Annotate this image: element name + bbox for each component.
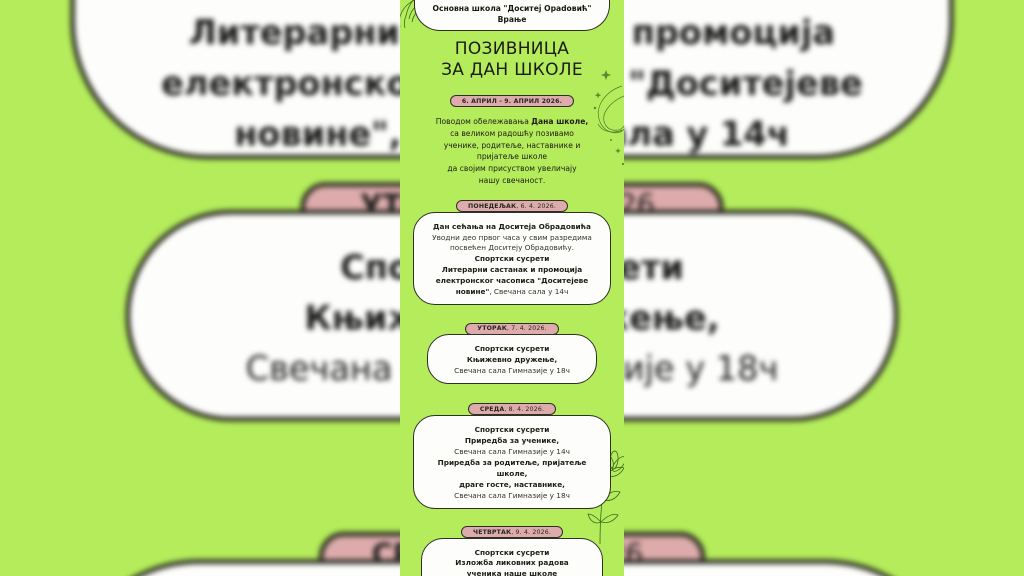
day-name: ПОНЕДЕЉАК [468,202,517,210]
program-day-block: ПОНЕДЕЉАК, 6. 4. 2026.Дан сећања на Доси… [400,193,624,306]
event-line: Приредба за ученике, [464,435,560,445]
event-line: Уводни део првог часа у свим разредима [432,232,592,242]
page-title: ПОЗИВНИЦА ЗА ДАН ШКОЛЕ [400,39,624,82]
school-name: Основна школа "Доситеј Ораdовић" [432,4,592,13]
event-line: Литерарни састанак и промоција [441,265,583,275]
event-line: Свечана сала Гимназије у 18ч [454,490,570,500]
event-line: Књижевно дружење, [466,355,558,365]
day-label-pill: СРЕДА, 8. 4. 2026. [467,403,557,416]
day-date: , 8. 4. 2026. [504,405,545,413]
event-line: посвећен Доситеју Обрадовићу. [450,243,574,253]
intro-line-3: ученике, родитеље, наставнике и [443,140,581,150]
event-line: Спортски сусрети [474,344,550,354]
invitation-poster: Основна школа "Доситеј Ораdовић" Врање П… [400,0,624,576]
event-line-normal-part: , Свечана сала у 14ч [489,287,569,297]
event-line: новине", Свечана сала у 14ч [421,287,603,298]
school-header-card: Основна школа "Доситеј Ораdовић" Врање [414,0,610,31]
day-label-pill: ЧЕТВРТАК, 9. 4. 2026. [461,526,563,539]
intro-line-2: са великом радошћу позивамо [450,128,574,138]
intro-line-1: Поводом обележавања Дана школе, [416,116,608,128]
date-range-pill: 6. АПРИЛ - 9. АПРИЛ 2026. [449,95,575,107]
day-label-pill: ПОНЕДЕЉАК, 6. 4. 2026. [456,200,568,213]
title-line-1: ПОЗИВНИЦА [454,39,570,59]
day-pill-wrapper: УТОРАК, 7. 4. 2026. [400,315,624,335]
event-line: Изложба ликовних радова [455,558,569,568]
event-line: Свечана сала Гимназије у 18ч [454,366,570,376]
event-line: Дан сећања на Доситеја Обрадовића [433,221,591,231]
day-label-pill: УТОРАК, 7. 4. 2026. [465,322,559,335]
day-name: СРЕДА [479,405,505,413]
intro-line-1b: Дана школе, [531,117,589,126]
event-line: драге госте, наставнике, [459,479,565,489]
day-date: , 6. 4. 2026. [516,202,556,210]
event-line: Спортски сусрети [474,254,550,264]
title-line-2: ЗА ДАН ШКОЛЕ [441,60,583,81]
event-line: електронског часописа "Доситејеве [435,276,589,286]
event-line-bold-part: новине" [455,287,490,297]
event-line: ученика наше школе [466,569,558,576]
day-name: УТОРАК [477,325,507,333]
event-line: Спортски сусрети [474,424,550,434]
school-city: Врање [497,15,527,24]
intro-line-1a: Поводом обележавања [435,117,532,126]
intro-line-6: нашу свечаност. [478,175,546,185]
invitation-intro-text: Поводом обележавања Дана школе, са велик… [400,116,624,187]
program-days-list: ПОНЕДЕЉАК, 6. 4. 2026.Дан сећања на Доси… [400,193,624,576]
day-date: , 9. 4. 2026. [511,528,551,536]
day-pill-wrapper: СРЕДА, 8. 4. 2026. [400,396,624,416]
intro-line-4: пријатеље школе [476,152,548,162]
intro-line-5: да својим присуством увеличају [447,164,577,174]
event-line: Спортски сусрети [474,547,550,557]
date-range-row: 6. АПРИЛ - 9. АПРИЛ 2026. [400,88,624,107]
day-name: ЧЕТВРТАК [473,528,512,536]
event-line: Приредба за родитеље, пријатеље школе, [437,457,587,478]
day-date: , 7. 4. 2026. [506,325,547,333]
day-pill-wrapper: ПОНЕДЕЉАК, 6. 4. 2026. [400,193,624,213]
event-line: Свечана сала Гимназије у 14ч [454,446,570,456]
day-pill-wrapper: ЧЕТВРТАК, 9. 4. 2026. [400,519,624,539]
